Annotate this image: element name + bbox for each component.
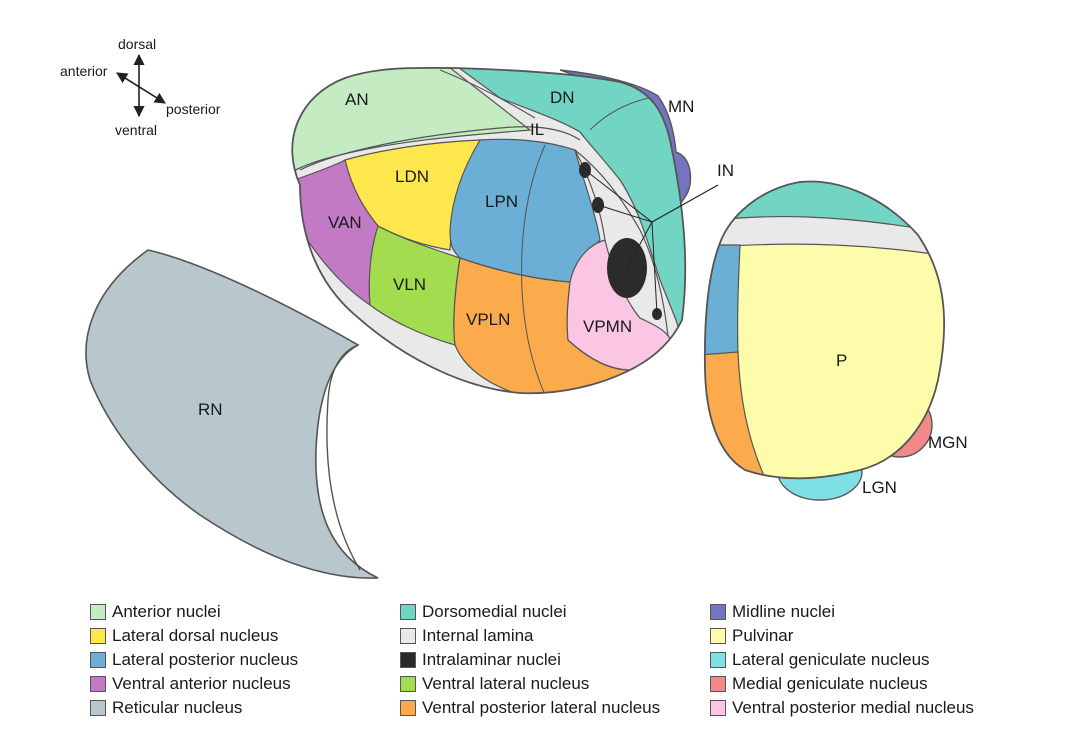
reticular-nucleus: RN	[85, 249, 379, 579]
legend-swatch	[90, 604, 106, 620]
label-vln: VLN	[393, 275, 426, 294]
legend-swatch	[710, 700, 726, 716]
label-vpmn: VPMN	[583, 317, 632, 336]
label-ldn: LDN	[395, 167, 429, 186]
internal-lamina-outline-2	[439, 69, 536, 119]
legend-item: Lateral geniculate nucleus	[710, 650, 930, 670]
legend-label: Midline nuclei	[732, 602, 835, 621]
legend-label: Reticular nucleus	[112, 698, 243, 717]
legend-item: Ventral posterior lateral nucleus	[400, 698, 660, 718]
legend-swatch	[400, 652, 416, 668]
dorsal-label: dorsal	[118, 36, 156, 52]
internal-lamina-outline	[299, 126, 581, 171]
orientation-compass: dorsal anterior posterior ventral	[60, 36, 221, 138]
legend-swatch	[90, 652, 106, 668]
label-in: IN	[717, 161, 734, 180]
legend-label: Ventral posterior medial nucleus	[732, 698, 974, 717]
in-pointer-b	[597, 204, 653, 223]
thalamus-posterior: P MGN LGN	[703, 180, 968, 501]
legend-item: Medial geniculate nucleus	[710, 674, 928, 694]
in-pointer-c	[626, 221, 653, 269]
legend-item: Ventral posterior medial nucleus	[710, 698, 974, 718]
legend-label: Lateral dorsal nucleus	[112, 626, 279, 645]
legend-label: Internal lamina	[422, 626, 534, 645]
in-pointer	[651, 184, 719, 223]
pulvinar-lp	[704, 244, 741, 359]
legend-label: Ventral lateral nucleus	[422, 674, 590, 693]
label-mn: MN	[668, 97, 694, 116]
legend-label: Dorsomedial nuclei	[422, 602, 567, 621]
legend-item: Anterior nuclei	[90, 602, 221, 622]
legend-swatch	[90, 628, 106, 644]
legend-item: Intralaminar nuclei	[400, 650, 561, 670]
label-dn: DN	[550, 88, 575, 107]
thalamus-main-outline	[291, 66, 687, 395]
thalamus-main: AN DN MN IL IN LDN LPN VAN VLN VPLN VPMN	[291, 66, 734, 395]
legend-label: Medial geniculate nucleus	[732, 674, 928, 693]
legend-label: Intralaminar nuclei	[422, 650, 561, 669]
legend-item: Midline nuclei	[710, 602, 835, 622]
legend-swatch	[90, 676, 106, 692]
legend-label: Lateral geniculate nucleus	[732, 650, 930, 669]
legend-swatch	[400, 700, 416, 716]
label-lpn: LPN	[485, 192, 518, 211]
legend-item: Dorsomedial nuclei	[400, 602, 567, 622]
legend-item: Lateral dorsal nucleus	[90, 626, 278, 646]
label-an: AN	[345, 90, 369, 109]
dorsomedial-nuclei-shape	[453, 67, 686, 394]
legend-swatch	[90, 700, 106, 716]
nucleus-boundary	[521, 144, 546, 394]
posterior-label: posterior	[166, 101, 221, 117]
legend-item: Lateral posterior nucleus	[90, 650, 298, 670]
label-van: VAN	[328, 213, 362, 232]
anterior-label: anterior	[60, 63, 108, 79]
pulvinar-outline	[703, 180, 946, 480]
in-pointer-a	[584, 169, 653, 223]
legend-label: Ventral posterior lateral nucleus	[422, 698, 661, 717]
reticular-nucleus-rim	[326, 344, 361, 571]
legend-item: Internal lamina	[400, 626, 534, 646]
anterior-posterior-arrow	[116, 72, 166, 104]
legend-label: Lateral posterior nucleus	[112, 650, 299, 669]
legend-label: Pulvinar	[732, 626, 794, 645]
legend-swatch	[400, 628, 416, 644]
legend-swatch	[400, 676, 416, 692]
legend-item: Ventral lateral nucleus	[400, 674, 589, 694]
legend-label: Anterior nuclei	[112, 602, 221, 621]
legend-swatch	[400, 604, 416, 620]
legend-item: Ventral anterior nucleus	[90, 674, 291, 694]
label-vpln: VPLN	[466, 310, 510, 329]
legend-label: Ventral anterior nucleus	[112, 674, 291, 693]
label-rn: RN	[198, 400, 223, 419]
legend-swatch	[710, 604, 726, 620]
reticular-nucleus-shape	[85, 249, 379, 579]
label-p: P	[836, 351, 847, 370]
legend-item: Reticular nucleus	[90, 698, 242, 718]
ventral-label: ventral	[115, 122, 157, 138]
lateral-posterior-shape	[449, 138, 601, 283]
in-pointer-d	[651, 221, 658, 315]
label-lgn: LGN	[862, 478, 897, 497]
legend-swatch	[710, 628, 726, 644]
legend-swatch	[710, 676, 726, 692]
pulvinar-lamina	[704, 215, 945, 259]
label-il: IL	[530, 120, 544, 139]
legend-item: Pulvinar	[710, 626, 793, 646]
legend-swatch	[710, 652, 726, 668]
label-mgn: MGN	[928, 433, 968, 452]
